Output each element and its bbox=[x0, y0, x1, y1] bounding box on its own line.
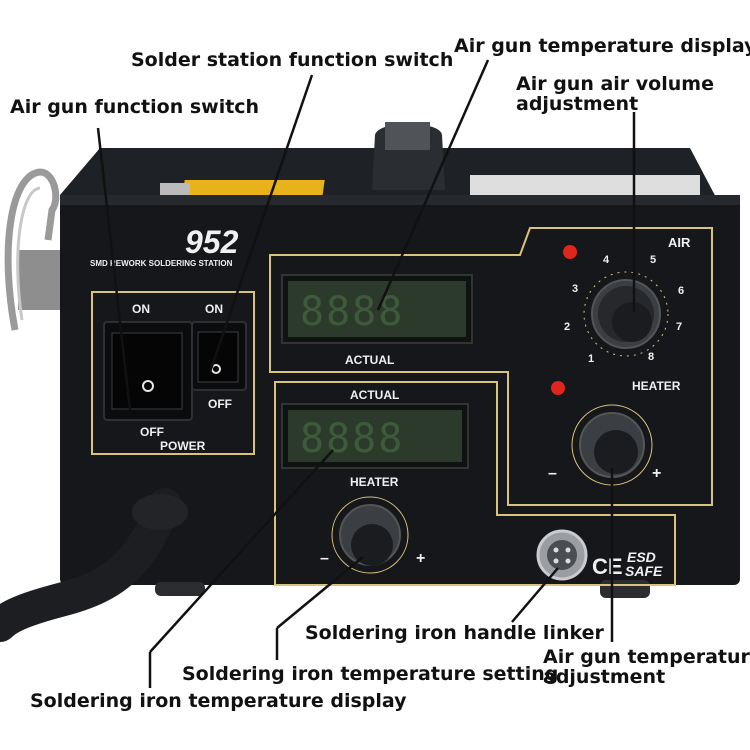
callout-air-gun-air-volume-line1: Air gun air volume bbox=[516, 73, 714, 95]
air-indicator-led bbox=[563, 245, 577, 259]
air-volume-knob[interactable] bbox=[583, 271, 669, 357]
air-scale-6: 6 bbox=[678, 285, 684, 297]
callout-air-gun-temp-adj-line2: adjustment bbox=[543, 666, 666, 688]
power-off-left-label: OFF bbox=[140, 425, 164, 439]
callout-air-gun-air-volume: Air gun air volume adjustment bbox=[516, 74, 714, 114]
leader-iron-temp-setting-b bbox=[276, 556, 364, 629]
leader-lines bbox=[96, 59, 636, 688]
callout-soldering-iron-temperature-display: Soldering iron temperature display bbox=[30, 690, 407, 712]
callout-soldering-iron-handle-linker: Soldering iron handle linker bbox=[305, 622, 604, 644]
iron-cable bbox=[0, 488, 188, 642]
iron-display-digits: 8888 bbox=[300, 416, 404, 462]
actual-label-lower: ACTUAL bbox=[350, 388, 399, 402]
heater-label-lower: HEATER bbox=[350, 475, 399, 489]
callout-air-gun-temp-adj-line1: Air gun temperature bbox=[543, 646, 750, 668]
iron-heater-section: HEATER – + bbox=[320, 475, 425, 574]
esd-line1: ESD bbox=[627, 549, 656, 565]
heater-label-upper: HEATER bbox=[632, 379, 681, 393]
power-section: ON ON OFF OFF POWER bbox=[103, 302, 247, 453]
air-volume-section: AIR 1 2 3 4 5 6 7 8 bbox=[563, 235, 691, 365]
case-top bbox=[60, 122, 720, 205]
air-scale-7: 7 bbox=[676, 321, 682, 333]
air-scale-3: 3 bbox=[572, 283, 578, 295]
leader-air-gun-switch bbox=[96, 127, 132, 411]
power-on-right-label: ON bbox=[205, 302, 223, 316]
heater-plus-upper: + bbox=[652, 465, 661, 482]
power-off-right-label: OFF bbox=[208, 397, 232, 411]
esd-line2: SAFE bbox=[625, 563, 663, 579]
air-gun-display-digits: 8888 bbox=[300, 289, 404, 335]
air-gun-heater-section: HEATER – + bbox=[548, 379, 681, 486]
soldering-iron-temperature-display: ACTUAL 8888 bbox=[281, 388, 469, 469]
heater-indicator-led bbox=[551, 381, 565, 395]
leader-solder-switch bbox=[208, 74, 314, 373]
callout-soldering-iron-temperature-setting: Soldering iron temperature setting bbox=[182, 663, 559, 685]
solder-station-power-switch[interactable] bbox=[191, 321, 247, 391]
actual-label-upper: ACTUAL bbox=[345, 353, 394, 367]
callout-air-gun-temperature-adjustment: Air gun temperature adjustment bbox=[543, 647, 750, 687]
air-scale-2: 2 bbox=[564, 321, 570, 333]
air-label: AIR bbox=[668, 235, 691, 250]
model-subtitle: SMD REWORK SOLDERING STATION bbox=[90, 259, 233, 268]
soldering-iron-handle-connector[interactable] bbox=[536, 529, 588, 581]
soldering-iron-temperature-knob[interactable] bbox=[331, 496, 409, 574]
power-on-left-label: ON bbox=[132, 302, 150, 316]
leader-iron-temp-display-b bbox=[149, 449, 334, 653]
air-gun-temperature-display: 8888 ACTUAL bbox=[281, 274, 473, 367]
heater-minus-upper: – bbox=[548, 465, 557, 482]
callout-air-gun-air-volume-line2: adjustment bbox=[516, 93, 639, 115]
connector-section: CE ESD SAFE bbox=[536, 529, 663, 581]
air-scale-5: 5 bbox=[650, 254, 656, 266]
heater-minus-lower: – bbox=[320, 550, 329, 567]
model-number: 952 bbox=[185, 224, 239, 260]
callout-solder-station-function-switch: Solder station function switch bbox=[131, 49, 454, 71]
air-scale-8: 8 bbox=[648, 351, 654, 363]
leader-handle-linker bbox=[511, 567, 559, 623]
branding: 952 SMD REWORK SOLDERING STATION bbox=[90, 224, 239, 268]
leader-air-gun-display bbox=[376, 59, 490, 311]
air-gun-power-switch[interactable] bbox=[103, 321, 193, 421]
callout-air-gun-temperature-display: Air gun temperature display bbox=[454, 35, 750, 57]
heater-plus-lower: + bbox=[416, 550, 425, 567]
callout-air-gun-function-switch: Air gun function switch bbox=[10, 96, 260, 118]
ce-mark: CE bbox=[592, 554, 623, 579]
power-label: POWER bbox=[160, 439, 206, 453]
air-scale-1: 1 bbox=[588, 353, 594, 365]
air-scale-4: 4 bbox=[603, 254, 610, 266]
front-panel bbox=[60, 195, 740, 598]
